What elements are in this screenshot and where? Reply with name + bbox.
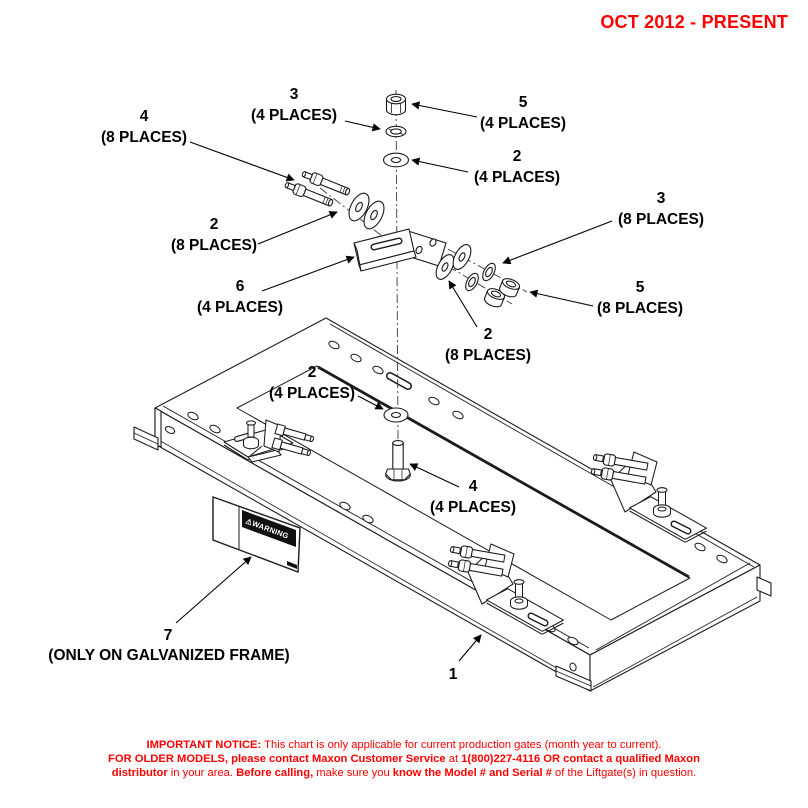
callout-item6-4pl: 6(4 PLACES) [196,278,284,316]
right-hardware-row [435,244,521,308]
callout-item3-8pl: 3(8 PLACES) [617,190,705,228]
mid-bolt-part [385,440,411,482]
bolt-pair-part [284,171,351,207]
callout-item2-4pl-top: 2(4 PLACES) [473,148,561,186]
callout-item5-4pl: 5(4 PLACES) [479,94,567,132]
lock-washer-part [385,125,407,138]
warning-strip [242,510,296,547]
callout-item2-8pl-right: 2(8 PLACES) [444,326,532,364]
rail-slot [386,372,412,390]
callout-item4-4pl-mid: 4(4 PLACES) [429,478,517,516]
clamp-assembly-west [223,419,315,463]
notice-line-1: IMPORTANT NOTICE: This chart is only app… [146,739,662,751]
angle-bracket-part [353,228,447,272]
notice-line-2: FOR OLDER MODELS, please contact Maxon C… [108,753,700,765]
callout-item5-8pl: 5(8 PLACES) [596,279,684,317]
exploded-hardware [284,93,521,482]
flat-washer-part [382,152,410,168]
galvanized-frame-note: (ONLY ON GALVANIZED FRAME) [48,647,290,664]
callout-item4-8pl: 4(8 PLACES) [100,108,188,146]
important-notice: IMPORTANT NOTICE: This chart is only app… [0,738,808,780]
callout-item3-4pl: 3(4 PLACES) [250,86,338,124]
warning-label: ⚠WARNING [212,496,301,573]
locknut-part [385,93,407,116]
callout-item2-4pl-mid: 2(4 PLACES) [268,364,356,402]
washer-pair-part [348,192,385,230]
callout-item2-8pl-left: 2(8 PLACES) [170,216,258,254]
callout-item7: 7 [163,627,173,644]
date-range-title: OCT 2012 - PRESENT [600,12,788,32]
callout-item1: 1 [448,666,458,683]
leader-lines [175,101,613,662]
mid-washer-part [383,407,409,423]
frame-east-tab [756,576,772,597]
notice-line-3: distributor in your area. Before calling… [111,767,697,779]
